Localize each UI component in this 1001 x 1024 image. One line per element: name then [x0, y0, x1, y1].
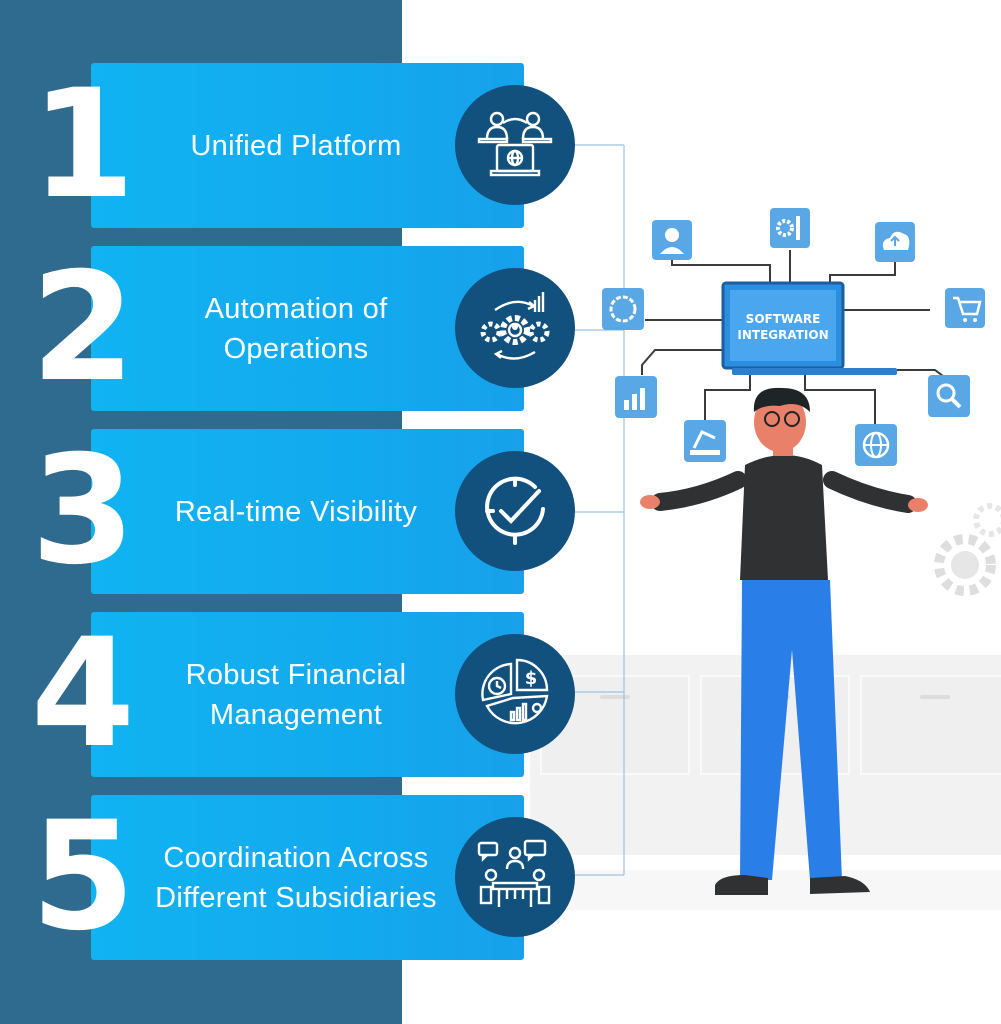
settings-tools-icon — [770, 208, 810, 248]
globe-icon — [855, 424, 897, 466]
feature-card-5: Coordination Across Different Subsidiari… — [91, 795, 524, 960]
feature-badge-1 — [455, 85, 575, 205]
cabinet-knob — [600, 695, 630, 699]
meeting-table-icon — [477, 839, 551, 907]
feature-number-5: 5 — [30, 790, 136, 964]
feature-card-1: Unified Platform — [91, 63, 524, 228]
feature-title-line: Coordination Across — [163, 841, 429, 874]
screen-line-2: INTEGRATION — [737, 328, 828, 342]
software-integration-illustration: SOFTWARE INTEGRATION — [602, 208, 1001, 895]
feature-title: Coordination Across Different Subsidiari… — [131, 795, 461, 960]
laptop-icon: SOFTWARE INTEGRATION — [721, 281, 897, 375]
feature-title-line: Automation of — [204, 292, 388, 325]
magnifier-icon — [928, 375, 970, 417]
cabinet-drawer — [860, 675, 1001, 775]
background-gear-icon — [973, 503, 1001, 537]
gears-cycle-icon — [480, 292, 550, 360]
feature-number-3: 3 — [30, 424, 136, 598]
feature-card-2: Automation of Operations — [91, 246, 524, 411]
feature-title: Robust Financial Management — [131, 612, 461, 777]
loading-icon — [602, 288, 644, 330]
feature-title-line: Management — [209, 698, 383, 731]
cloud-upload-icon — [875, 222, 915, 262]
feature-title-line: Robust Financial — [185, 658, 407, 691]
feature-title-line: Different Subsidiaries — [155, 881, 437, 914]
feature-badge-4: $ — [455, 634, 575, 754]
feature-badge-5 — [455, 817, 575, 937]
feature-card-4: Robust Financial Management — [91, 612, 524, 777]
feature-title: Automation of Operations — [131, 246, 461, 411]
feature-card-3: Real-time Visibility — [91, 429, 524, 594]
feature-title: Unified Platform — [131, 63, 461, 228]
checkmark-timer-icon — [485, 476, 545, 545]
cabinet-knob — [920, 695, 950, 699]
feature-title-line: Unified Platform — [190, 129, 402, 162]
feature-title-line: Operations — [223, 332, 369, 365]
person-figure — [640, 387, 928, 895]
cart-icon — [945, 288, 985, 328]
people-laptop-globe-icon — [477, 111, 553, 177]
feature-badge-3 — [455, 451, 575, 571]
feature-title-line: Real-time Visibility — [174, 495, 418, 528]
background-gear-icon — [934, 534, 996, 596]
feature-number-4: 4 — [30, 607, 136, 781]
feature-title: Real-time Visibility — [131, 429, 461, 594]
user-icon — [652, 220, 692, 260]
badge-connector-lines — [575, 144, 625, 876]
robot-arm-icon — [684, 420, 726, 462]
pie-chart-dollar-icon: $ — [481, 658, 549, 725]
screen-line-1: SOFTWARE — [746, 312, 821, 326]
feature-number-2: 2 — [30, 241, 136, 415]
svg-text:$: $ — [525, 668, 538, 689]
bar-chart-icon — [615, 376, 657, 418]
feature-number-1: 1 — [30, 58, 136, 232]
feature-badge-2 — [455, 268, 575, 388]
